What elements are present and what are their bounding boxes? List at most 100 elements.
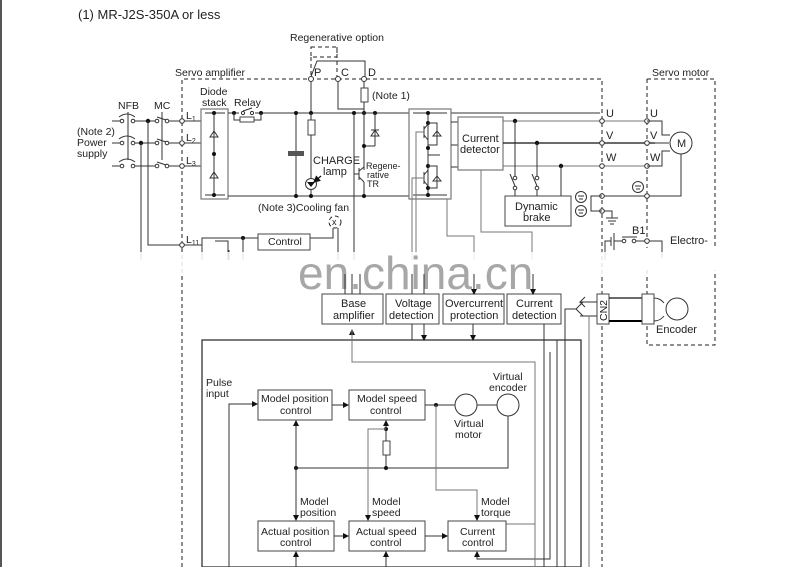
current-detector-label-1: Current <box>462 133 499 145</box>
regen-tr-label-1: Regene- <box>366 161 401 171</box>
electromagnetic-brake-label: Electro- <box>670 235 708 247</box>
b1-label: B1 <box>632 225 645 237</box>
dynamic-brake-label-1: Dynamic <box>515 201 558 213</box>
current-control-label-2: control <box>462 537 494 549</box>
actual-position-control-label-1: Actual position <box>261 526 329 538</box>
terminal-l1-label: L1 <box>186 110 196 123</box>
servo-amplifier-label: Servo amplifier <box>175 67 246 79</box>
page-title: (1) MR-J2S-350A or less <box>78 7 221 22</box>
cooling-fan-icon <box>328 215 342 229</box>
terminal-p-label: P <box>314 67 321 79</box>
virtual-motor-icon <box>454 393 478 417</box>
charge-lamp-label-1: CHARGE <box>313 155 360 167</box>
detection-block-label-1: Voltage <box>395 298 432 310</box>
motor-terminal-u: U <box>650 108 658 120</box>
amp-terminal-w: W <box>606 152 617 164</box>
detection-block-label-1: Current <box>516 298 553 310</box>
virtual-motor-label-2: motor <box>455 429 482 441</box>
encoder-label: Encoder <box>656 324 697 336</box>
regen-tr-label-2: rative <box>367 170 389 180</box>
power-supply-label-2: supply <box>77 148 108 160</box>
note1-label: (Note 1) <box>372 90 410 102</box>
servo-motor-label: Servo motor <box>652 67 710 79</box>
detection-block: Voltage detection <box>385 293 440 325</box>
detection-block-label-2: protection <box>450 310 498 322</box>
ground-icon <box>575 205 587 217</box>
regen-tr-label-3: TR <box>367 179 379 189</box>
virtual-motor-label-1: Virtual <box>454 418 484 430</box>
actual-speed-control-label-2: control <box>370 537 402 549</box>
actual-speed-control-label-1: Actual speed <box>356 526 417 538</box>
relay-label: Relay <box>234 97 262 109</box>
terminal-l11-label: L11 <box>186 234 199 247</box>
terminal-d-label: D <box>368 67 376 79</box>
nfb-breaker <box>112 112 136 169</box>
model-speed-label-1: Model <box>372 496 401 508</box>
actual-position-control-label-2: control <box>280 537 312 549</box>
current-control-block <box>447 520 507 552</box>
diode-stack-label-1: Diode <box>200 86 228 98</box>
charge-lamp-label-2: lamp <box>323 166 347 178</box>
current-detector-label-2: detector <box>460 144 500 156</box>
encoder-icon <box>665 297 689 321</box>
cooling-fan-symbol: x <box>332 217 337 227</box>
servo-motor-boundary <box>647 78 716 248</box>
detection-block-label-1: Base <box>341 298 366 310</box>
smoothing-capacitor <box>288 151 304 156</box>
detection-block-label-2: amplifier <box>333 310 375 322</box>
model-torque-label-2: torque <box>481 507 511 519</box>
model-speed-control-block <box>348 389 426 421</box>
detection-block: Current detection <box>506 293 562 325</box>
model-position-label-1: Model <box>300 496 329 508</box>
virtual-encoder-label-1: Virtual <box>493 371 523 383</box>
power-supply-note: (Note 2) <box>77 126 115 138</box>
motor-terminal-w: W <box>650 152 661 164</box>
power-supply-label-1: Power <box>77 137 107 149</box>
model-position-control-label-2: control <box>280 405 312 417</box>
amp-terminal-u: U <box>606 108 614 120</box>
cooling-fan-label: (Note 3)Cooling fan <box>258 202 349 214</box>
regenerative-option-label: Regenerative option <box>290 32 384 44</box>
dynamic-brake-label-2: brake <box>523 212 551 224</box>
nfb-label: NFB <box>118 100 139 112</box>
model-speed-label-2: speed <box>372 507 401 519</box>
model-position-label-2: position <box>300 507 336 519</box>
detection-block: Base amplifier <box>321 293 384 325</box>
model-position-control-label-1: Model position <box>261 393 329 405</box>
regenerative-option-resistor <box>310 46 338 58</box>
ground-icon <box>632 181 644 193</box>
actual-speed-control-block <box>348 520 426 552</box>
terminal-l2-label: L2 <box>186 132 196 145</box>
model-speed-control-label-1: Model speed <box>357 393 417 405</box>
motor-symbol: M <box>677 138 686 150</box>
control-label: Control <box>268 236 302 248</box>
amp-terminal-v: V <box>606 130 614 142</box>
motor-terminal-v: V <box>650 130 658 142</box>
actual-position-control-block <box>257 520 335 552</box>
watermark: en.china.cn <box>298 247 533 299</box>
virtual-encoder-icon <box>496 393 520 417</box>
detection-block-label-2: detection <box>389 310 434 322</box>
model-speed-control-label-2: control <box>370 405 402 417</box>
detection-block: Overcurrent protection <box>442 293 505 325</box>
current-detector <box>457 116 504 171</box>
pulse-input-label-2: input <box>206 388 229 400</box>
mc-contactor <box>135 112 170 169</box>
mc-label: MC <box>154 100 171 112</box>
model-position-control-block <box>257 389 333 421</box>
virtual-encoder-label-2: encoder <box>489 382 527 394</box>
pulse-input-label-1: Pulse <box>206 377 232 389</box>
note1-resistor <box>360 87 369 103</box>
current-control-label-1: Current <box>460 526 495 538</box>
diode-stack-label-2: stack <box>202 97 227 109</box>
terminal-c-label: C <box>341 67 349 79</box>
model-torque-label-1: Model <box>481 496 510 508</box>
detection-block-label-2: detection <box>512 310 557 322</box>
cn2-connector <box>596 293 610 325</box>
cn2-label: CN2 <box>598 300 610 321</box>
dynamic-brake <box>504 195 572 227</box>
ground-icon <box>575 191 587 203</box>
terminal-l3-label: L3 <box>186 155 196 168</box>
detection-block-label-1: Overcurrent <box>445 298 503 310</box>
